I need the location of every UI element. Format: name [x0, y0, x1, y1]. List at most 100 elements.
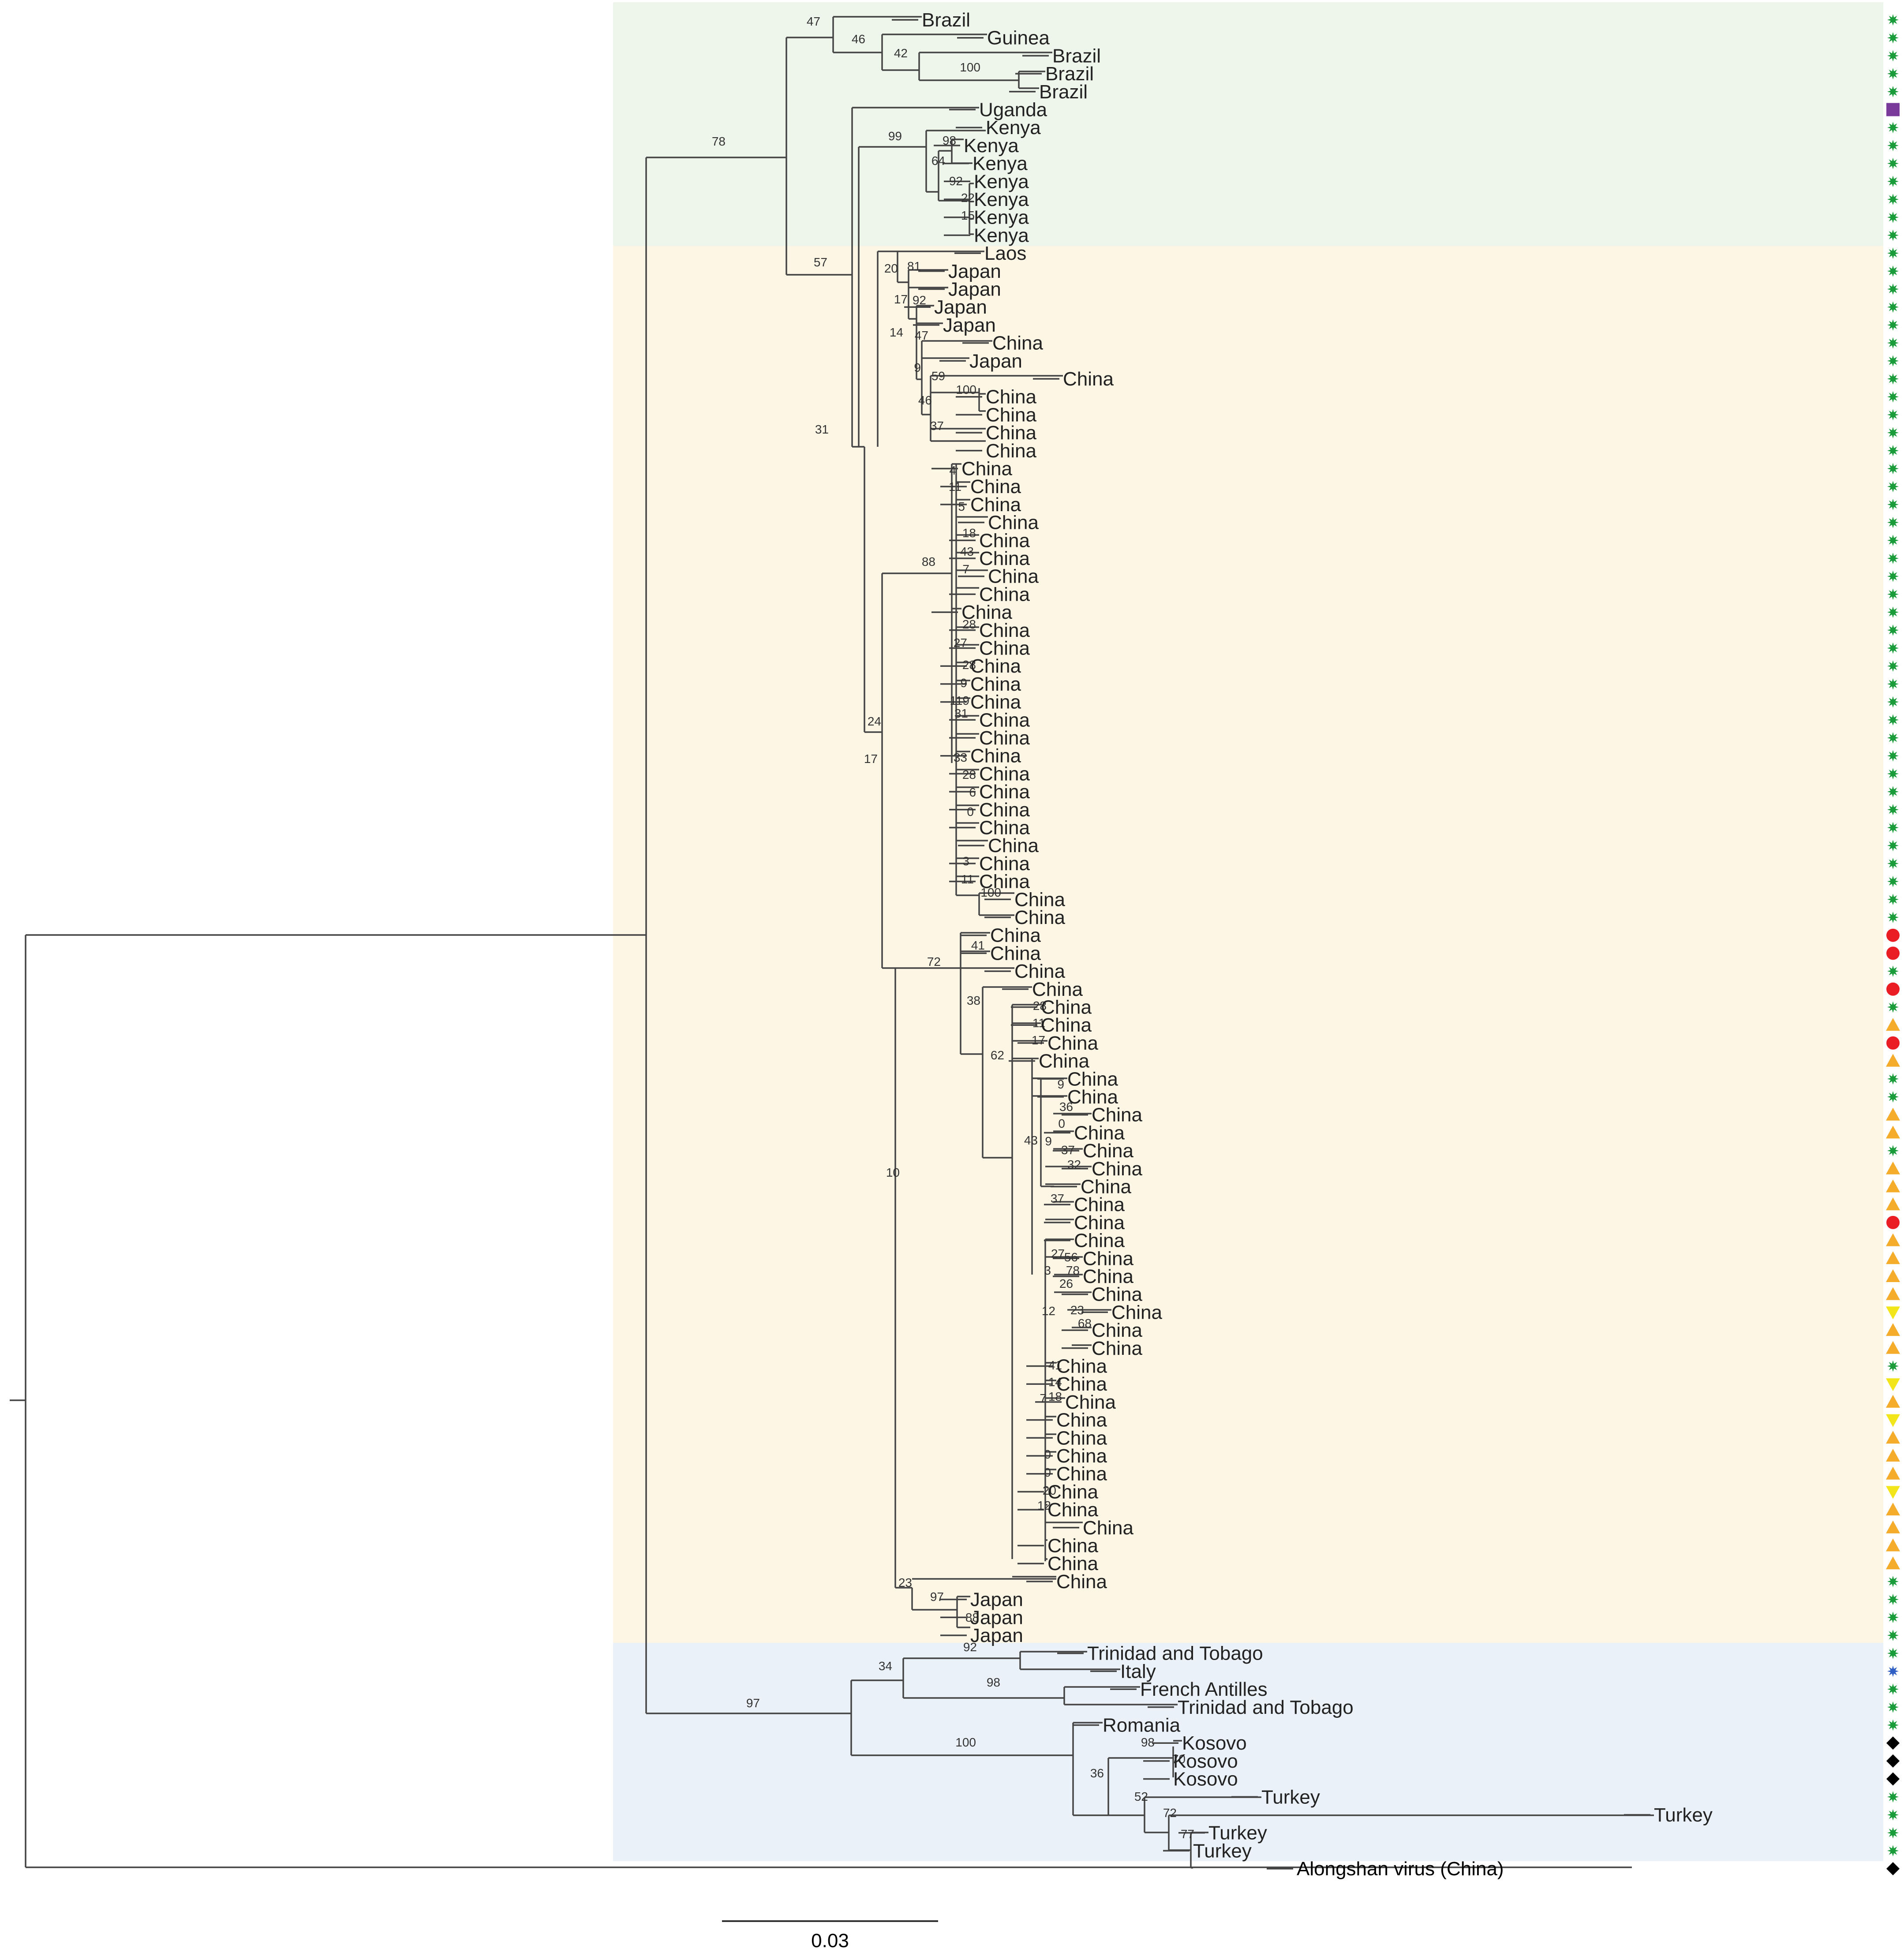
bootstrap-value: 100 — [955, 1735, 976, 1749]
tip-label: China — [1032, 979, 1083, 1000]
tip-label: Turkey — [1654, 1804, 1713, 1826]
scale-bar: 0.03 — [722, 1920, 938, 1952]
tip-label: China — [979, 638, 1030, 659]
bootstrap-value: 97 — [746, 1696, 760, 1710]
star-green-marker — [1887, 1612, 1899, 1623]
bootstrap-value: 57 — [814, 255, 827, 269]
bootstrap-value: 64 — [931, 154, 945, 168]
tip-label: Japan — [934, 296, 987, 318]
tip-label: Kosovo — [1173, 1750, 1238, 1772]
star-green-marker — [1887, 247, 1899, 259]
tip-label: China — [970, 745, 1021, 767]
diamond-black-marker — [1886, 1736, 1900, 1750]
bootstrap-value: 100 — [960, 60, 980, 74]
tip-label: China — [1067, 1086, 1118, 1108]
tip-label: Brazil — [1052, 45, 1101, 67]
triangle-up-orange-marker — [1886, 1323, 1900, 1336]
star-green-marker — [1887, 516, 1899, 528]
tip-label: China — [988, 835, 1039, 856]
triangle-up-orange-marker — [1886, 1556, 1900, 1570]
circle-red-marker — [1886, 982, 1900, 996]
tip-label: China — [988, 566, 1039, 587]
tip-label: Japan — [948, 261, 1001, 282]
star-green-marker — [1887, 463, 1899, 475]
star-green-marker — [1887, 157, 1899, 169]
tip-label: China — [1083, 1248, 1133, 1269]
star-green-marker — [1887, 1647, 1899, 1659]
tip-label: Kosovo — [1173, 1769, 1238, 1790]
bootstrap-value: 43 — [1024, 1133, 1038, 1147]
tip-label: China — [992, 333, 1043, 354]
tip-label: China — [970, 673, 1021, 695]
tip-label: Trinidad and Tobago — [1178, 1697, 1354, 1718]
triangle-up-orange-marker — [1886, 1466, 1900, 1480]
tip-label: China — [1056, 1445, 1107, 1467]
tip-label: Turkey — [1208, 1822, 1267, 1844]
tip-label: China — [1047, 1499, 1098, 1521]
bootstrap-value: 78 — [712, 135, 726, 148]
star-green-marker — [1887, 498, 1899, 510]
bootstrap-value: 119 — [950, 694, 969, 707]
tip-label: Kenya — [964, 135, 1019, 157]
tip-label: China — [1092, 1158, 1142, 1180]
tip-label: Japan — [970, 1607, 1023, 1628]
tip-label: China — [1047, 1535, 1098, 1557]
bootstrap-value: 33 — [954, 751, 967, 764]
bootstrap-value: 98 — [943, 134, 956, 147]
tip-label: China — [1056, 1571, 1107, 1593]
bootstrap-value: 20 — [884, 262, 898, 275]
tip-label: Alongshan virus (China) — [1297, 1858, 1504, 1880]
bootstrap-value: 68 — [1078, 1316, 1092, 1330]
star-green-marker — [1887, 1827, 1899, 1839]
bootstrap-value: 23 — [898, 1576, 912, 1589]
star-green-marker — [1887, 732, 1899, 744]
square-purple-marker — [1886, 103, 1900, 116]
star-green-marker — [1887, 642, 1899, 654]
tip-label: China — [970, 494, 1021, 516]
star-green-marker — [1887, 211, 1899, 223]
tip-label: Laos — [984, 243, 1026, 264]
bootstrap-value: 77 — [1181, 1827, 1194, 1841]
star-green-marker — [1887, 553, 1899, 564]
bootstrap-value: 72 — [1163, 1806, 1177, 1820]
tip-label: China — [1074, 1122, 1125, 1144]
tip-label: China — [1014, 907, 1065, 928]
triangle-up-orange-marker — [1886, 1395, 1900, 1408]
star-green-marker — [1887, 229, 1899, 241]
triangle-up-orange-marker — [1886, 1449, 1900, 1462]
tip-label: Kenya — [973, 153, 1028, 175]
triangle-up-orange-marker — [1886, 1179, 1900, 1193]
star-green-marker — [1887, 768, 1899, 780]
star-green-marker — [1887, 265, 1899, 277]
bootstrap-value: 0 — [967, 805, 974, 819]
bootstrap-value: 31 — [815, 423, 829, 436]
star-green-marker — [1887, 139, 1899, 151]
tip-label: China — [979, 817, 1030, 839]
bootstrap-value: 0 — [1058, 1117, 1065, 1130]
star-green-marker — [1887, 481, 1899, 493]
star-green-marker — [1887, 1073, 1899, 1085]
star-green-marker — [1887, 1683, 1899, 1695]
tip-label: Turkey — [1261, 1786, 1320, 1808]
bootstrap-value: 28 — [962, 658, 976, 672]
tip-label: China — [1063, 368, 1114, 390]
triangle-down-yellow-marker — [1886, 1414, 1900, 1427]
bootstrap-value: 59 — [931, 369, 945, 383]
tip-label: China — [1056, 1356, 1107, 1377]
bootstrap-value: 62 — [991, 1048, 1004, 1062]
bootstrap-value: 27 — [954, 636, 967, 650]
tip-label: China — [1056, 1463, 1107, 1485]
bootstrap-value: 92 — [913, 293, 926, 307]
tip-label: China — [961, 602, 1012, 623]
bootstrap-value: 47 — [807, 15, 820, 28]
bootstrap-value: 28 — [962, 768, 976, 782]
tip-label: China — [1041, 997, 1092, 1018]
tip-label: China — [1039, 1051, 1089, 1072]
star-green-marker — [1887, 301, 1899, 313]
tip-label: China — [1083, 1140, 1133, 1162]
tip-label: China — [986, 422, 1036, 444]
bootstrap-value: 92 — [949, 174, 963, 188]
tip-label: China — [1047, 1553, 1098, 1574]
triangle-up-orange-marker — [1886, 1054, 1900, 1067]
